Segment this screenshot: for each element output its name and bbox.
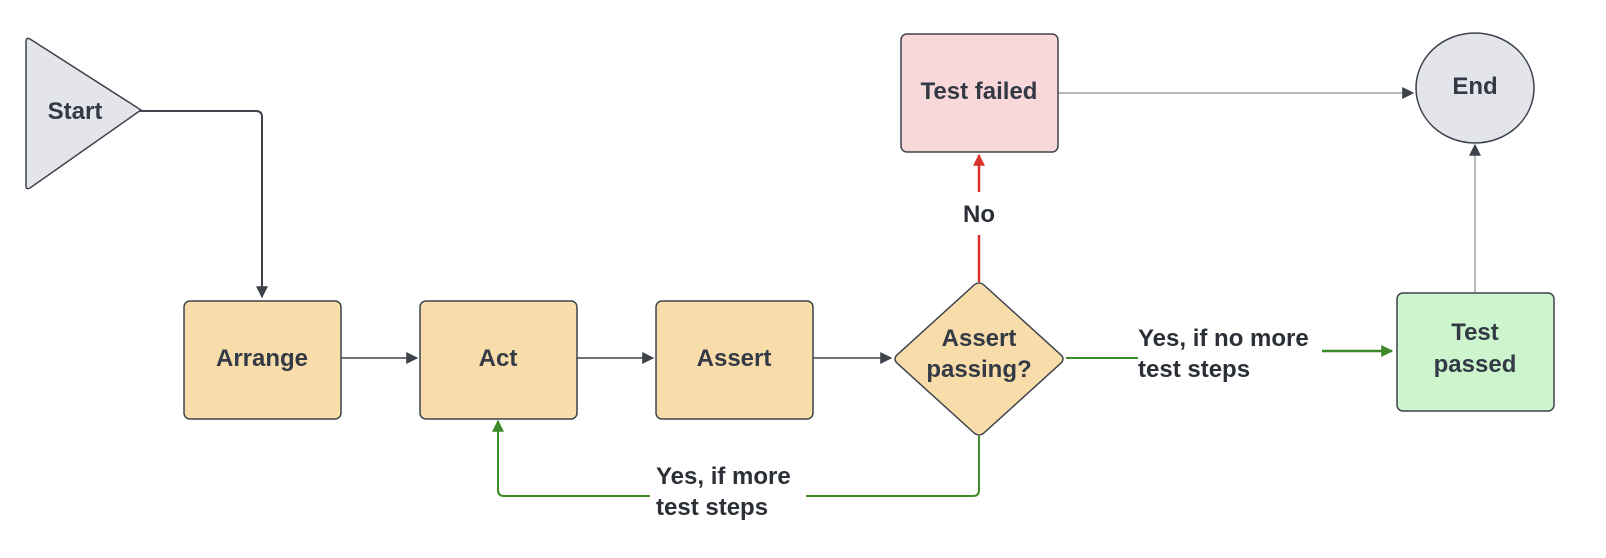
edge-decision-to-act-left: [492, 419, 650, 497]
assert-box: [655, 300, 814, 420]
arrange-label: Arrange: [216, 345, 308, 372]
test-passed-label-line2: passed: [1434, 351, 1517, 378]
node-act: Act: [419, 300, 578, 420]
end-label: End: [1452, 73, 1497, 100]
act-label: Act: [479, 345, 518, 372]
edge-decision-to-act-right: [806, 436, 980, 497]
assert-label: Assert: [697, 345, 772, 372]
start-triangle-shape: [25, 37, 143, 190]
start-label: Start: [48, 98, 103, 125]
decision-label-line2: passing?: [926, 356, 1031, 383]
edge-label-yes-more-line1: Yes, if more: [656, 463, 791, 490]
node-start: Start: [25, 37, 143, 190]
edge-label-yes-more-line2: test steps: [656, 494, 768, 521]
node-test-failed: Test failed: [900, 33, 1059, 153]
act-box: [419, 300, 578, 420]
end-circle: [1415, 32, 1535, 144]
test-passed-box: [1396, 292, 1555, 412]
test-failed-label: Test failed: [921, 78, 1038, 105]
node-decision: Assert passing?: [894, 282, 1064, 436]
arrange-box: [183, 300, 342, 420]
edge-start-to-arrange: [140, 110, 268, 299]
edge-label-yes-no-more-line1: Yes, if no more: [1138, 325, 1309, 352]
node-assert: Assert: [655, 300, 814, 420]
decision-diamond: [894, 282, 1064, 436]
test-passed-label-line1: Test: [1451, 319, 1499, 346]
test-failed-box: [900, 33, 1059, 153]
edge-label-yes-no-more-line2: test steps: [1138, 356, 1250, 383]
node-arrange: Arrange: [183, 300, 342, 420]
node-test-passed: Test passed: [1396, 292, 1555, 412]
edge-label-no: No: [963, 201, 995, 228]
node-end: End: [1415, 32, 1535, 144]
decision-label-line1: Assert: [942, 325, 1017, 352]
